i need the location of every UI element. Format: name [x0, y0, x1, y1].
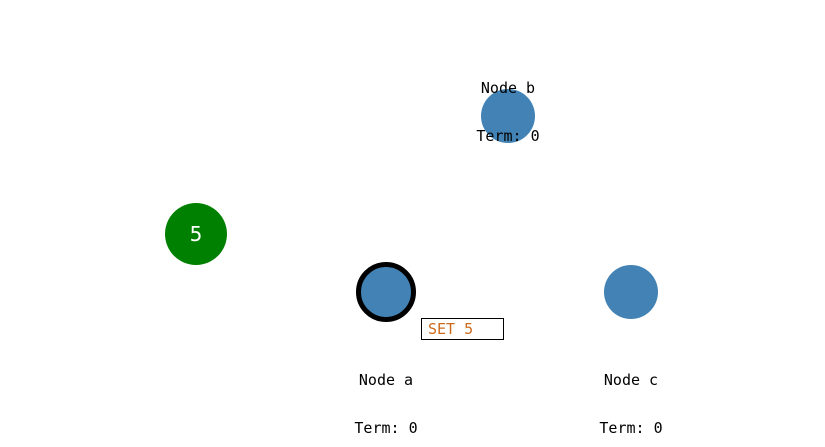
message-token[interactable]: 5	[165, 203, 227, 265]
node-term-node-c: Term: 0	[599, 419, 663, 437]
node-name-node-a: Node a	[358, 371, 414, 389]
node-name-node-b: Node b	[480, 79, 536, 97]
node-term-node-b: Term: 0	[476, 127, 540, 145]
node-label-node-c: Node c Term: 0	[531, 340, 731, 447]
node-label-node-a: Node a Term: 0	[286, 340, 486, 447]
op-box-set-command[interactable]: SET 5	[421, 318, 504, 340]
node-term-node-a: Term: 0	[354, 419, 418, 437]
op-box-text: SET 5	[428, 320, 474, 338]
node-circle-node-c[interactable]	[604, 265, 658, 319]
node-label-node-b: Node b Term: 0	[408, 48, 608, 176]
node-circle-node-a[interactable]	[356, 262, 416, 322]
message-token-value: 5	[189, 222, 203, 246]
node-name-node-c: Node c	[603, 371, 659, 389]
node-circle-node-b[interactable]	[481, 89, 535, 143]
